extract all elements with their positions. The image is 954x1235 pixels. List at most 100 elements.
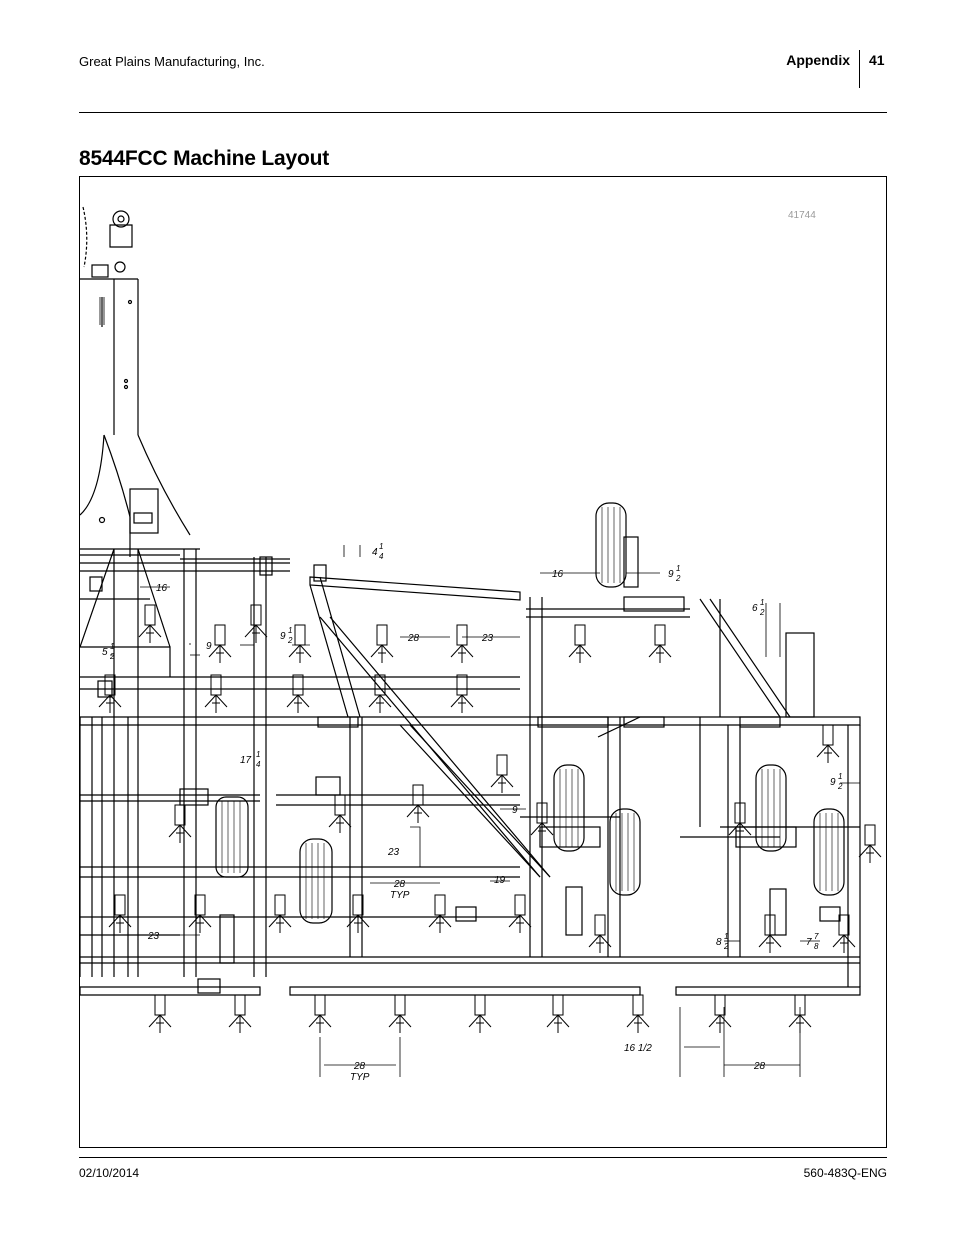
figure-id: 41744 bbox=[788, 210, 816, 221]
dim-typ-bottom: TYP bbox=[350, 1072, 370, 1083]
sweep-icon bbox=[450, 674, 474, 713]
dim-9-1-2-right-den: 2 bbox=[837, 782, 843, 791]
sweep-icon bbox=[758, 914, 782, 953]
dim-5-1-2-den: 2 bbox=[109, 652, 115, 661]
dim-23-left: 23 bbox=[147, 931, 160, 942]
dim-16-1-2: 16 1/2 bbox=[624, 1043, 652, 1054]
sweep-icon bbox=[188, 894, 212, 933]
sweep-icon bbox=[508, 894, 532, 933]
dim-9-1-2-right-num: 1 bbox=[838, 772, 842, 781]
sweep-icon bbox=[168, 804, 192, 843]
sweep-icon bbox=[370, 624, 394, 663]
center-wheel-1 bbox=[553, 764, 585, 852]
left-mid-wheel bbox=[215, 796, 249, 878]
sweep-icon bbox=[626, 994, 650, 1033]
hitch-eye-icon bbox=[112, 210, 130, 228]
footer-doc-number: 560-483Q-ENG bbox=[803, 1166, 887, 1180]
sweep-icon bbox=[308, 994, 332, 1033]
shank-group bbox=[98, 604, 882, 1033]
sweep-icon bbox=[268, 894, 292, 933]
machine-layout-figure: 4 1 4 16 9 1 2 16 6 1 2 9 9 1 2 28 23 5 … bbox=[79, 176, 887, 1148]
sweep-icon bbox=[588, 914, 612, 953]
dim-9-1-2-top-num: 1 bbox=[676, 564, 680, 573]
sweep-icon bbox=[648, 624, 672, 663]
sweep-icon bbox=[388, 994, 412, 1033]
sweep-icon bbox=[286, 674, 310, 713]
dim-19: 19 bbox=[494, 875, 506, 886]
sweep-icon bbox=[406, 784, 430, 823]
sweep-icon bbox=[546, 994, 570, 1033]
section-name: Appendix bbox=[786, 52, 850, 68]
dim-17-1-4-den: 4 bbox=[256, 760, 261, 769]
dim-23-center: 23 bbox=[387, 847, 400, 858]
dim-7-7-8-num: 7 bbox=[814, 932, 819, 941]
sweep-icon bbox=[858, 824, 882, 863]
right-wheel-2 bbox=[813, 808, 845, 896]
dim-typ-center: TYP bbox=[390, 890, 410, 901]
dim-8-1-2-num: 1 bbox=[724, 932, 728, 941]
right-wheel-1 bbox=[755, 764, 787, 852]
sweep-icon bbox=[148, 994, 172, 1033]
footer-rule bbox=[79, 1157, 887, 1158]
sweep-icon bbox=[208, 624, 232, 663]
sweep-icon bbox=[244, 604, 268, 643]
page-number: 41 bbox=[869, 52, 885, 68]
sweep-icon bbox=[816, 724, 840, 763]
dim-9-1-2-top-den: 2 bbox=[675, 574, 681, 583]
center-wheel-2 bbox=[609, 808, 641, 896]
dim-9-1-2-left-num: 1 bbox=[288, 626, 292, 635]
sweep-icon bbox=[346, 894, 370, 933]
dim-4-1-4-num: 1 bbox=[379, 542, 383, 551]
dim-8-1-2-den: 2 bbox=[723, 942, 729, 951]
layout-drawing: 4 1 4 16 9 1 2 16 6 1 2 9 9 1 2 28 23 5 … bbox=[80, 206, 882, 1083]
dim-6-1-2: 6 bbox=[752, 603, 758, 614]
dim-28-typ-center: 28 bbox=[393, 879, 406, 890]
sweep-icon bbox=[228, 994, 252, 1033]
header-divider bbox=[859, 50, 860, 88]
dim-9-left: 9 bbox=[206, 641, 212, 652]
dim-5-1-2-num: 1 bbox=[110, 642, 114, 651]
sweep-icon bbox=[568, 624, 592, 663]
dim-4-1-4-den: 4 bbox=[379, 552, 384, 561]
dim-9-center: 9 bbox=[512, 805, 518, 816]
dim-9-1-2-right: 9 bbox=[830, 777, 836, 788]
sweep-icon bbox=[108, 894, 132, 933]
header-rule bbox=[79, 112, 887, 113]
dim-9-1-2-left-den: 2 bbox=[287, 636, 293, 645]
sweep-icon bbox=[428, 894, 452, 933]
dim-23-mid: 23 bbox=[481, 633, 494, 644]
dim-5-1-2: 5 bbox=[102, 647, 108, 658]
sweep-icon bbox=[204, 674, 228, 713]
dim-4-1-4: 4 bbox=[372, 547, 378, 558]
dim-16-top: 16 bbox=[552, 569, 564, 580]
company-name: Great Plains Manufacturing, Inc. bbox=[79, 54, 265, 69]
sweep-icon bbox=[490, 754, 514, 793]
page-title: 8544FCC Machine Layout bbox=[79, 147, 329, 170]
front-gauge-wheel bbox=[595, 502, 627, 588]
dim-7-7-8: 7 bbox=[806, 937, 812, 948]
dim-17-1-4: 17 bbox=[240, 755, 252, 766]
dim-28-typ-bottom: 28 bbox=[353, 1061, 366, 1072]
sweep-icon bbox=[138, 604, 162, 643]
sweep-icon bbox=[832, 914, 856, 953]
dim-6-1-2-den: 2 bbox=[759, 608, 765, 617]
dim-9-1-2-top: 9 bbox=[668, 569, 674, 580]
dim-17-1-4-num: 1 bbox=[256, 750, 260, 759]
sweep-icon bbox=[450, 624, 474, 663]
dim-28-bottom-right: 28 bbox=[753, 1061, 766, 1072]
sweep-icon bbox=[468, 994, 492, 1033]
dim-9-1-2-left: 9 bbox=[280, 631, 286, 642]
dim-7-7-8-den: 8 bbox=[814, 942, 819, 951]
sweep-icon bbox=[98, 674, 122, 713]
dim-8-1-2: 8 bbox=[716, 937, 722, 948]
sweep-icon bbox=[328, 794, 352, 833]
sweep-icon bbox=[708, 994, 732, 1033]
dim-16-left: 16 bbox=[156, 583, 168, 594]
sweep-icon bbox=[530, 802, 554, 841]
sweep-icon bbox=[728, 802, 752, 841]
left-wheel bbox=[299, 838, 333, 924]
dim-28-mid: 28 bbox=[407, 633, 420, 644]
sweep-icon bbox=[368, 674, 392, 713]
dim-6-1-2-num: 1 bbox=[760, 598, 764, 607]
footer-date: 02/10/2014 bbox=[79, 1166, 140, 1180]
